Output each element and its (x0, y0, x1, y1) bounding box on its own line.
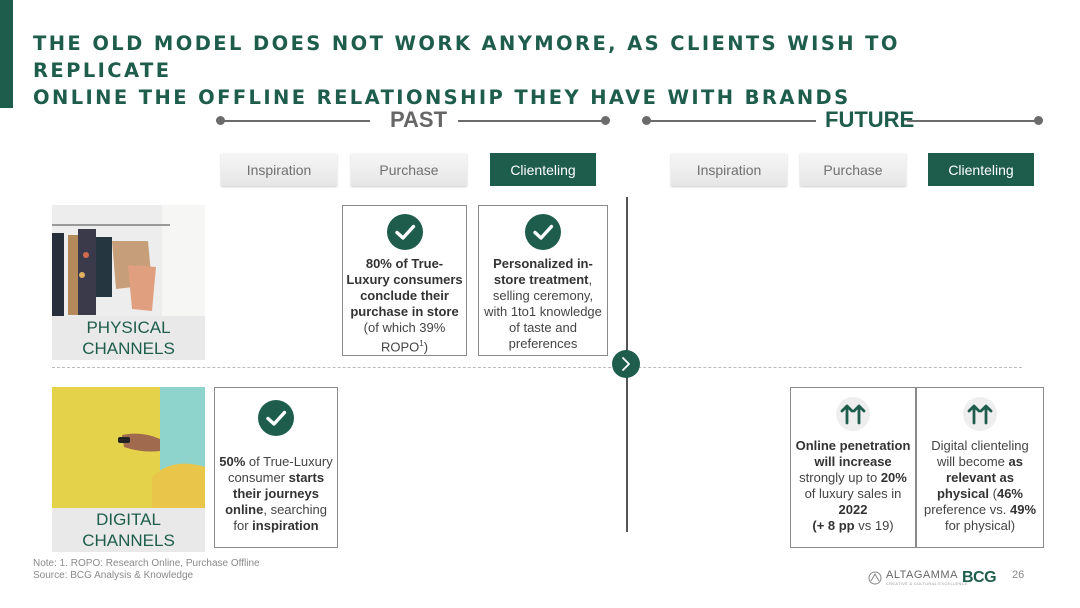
digital-clienteling-text: Digital clienteling will become as relev… (923, 438, 1037, 533)
stage-future-inspiration: Inspiration (671, 153, 787, 186)
footnote-source: Source: BCG Analysis & Knowledge (33, 570, 194, 581)
checkmark-icon (525, 214, 561, 250)
footnote-note: Note: 1. ROPO: Research Online, Purchase… (33, 558, 260, 569)
altagamma-logo: ALTAGAMMA CREATIVE & CULTURAL EXCELLENCE (868, 570, 968, 586)
stage-past-inspiration: Inspiration (221, 153, 337, 186)
checkmark-icon (386, 214, 423, 250)
phone-user-photo (52, 387, 205, 508)
footnote: Note: 1. ROPO: Research Online, Purchase… (33, 558, 260, 582)
chevron-right-icon (612, 350, 640, 378)
timeline-dot (601, 116, 610, 125)
timeline-line (458, 120, 606, 122)
physical-purchase-text: 80% of True-Luxury consumers conclude th… (346, 256, 463, 355)
bcg-logo: BCG (962, 569, 997, 586)
title-line-1: THE OLD MODEL DOES NOT WORK ANYMORE, AS … (33, 32, 900, 82)
page-number: 26 (1012, 569, 1025, 581)
stage-future-clienteling: Clienteling (928, 153, 1034, 186)
stage-future-purchase: Purchase (800, 153, 906, 186)
checkmark-icon (258, 400, 294, 436)
timeline-line (646, 120, 816, 122)
digital-purchase-box: Online penetration will increase strongl… (790, 387, 916, 548)
timeline-dot (1034, 116, 1043, 125)
past-label: PAST (390, 107, 448, 132)
channel-divider (52, 367, 1022, 368)
slide-title: THE OLD MODEL DOES NOT WORK ANYMORE, AS … (33, 30, 1033, 111)
timeline-line (907, 120, 1039, 122)
title-line-2: ONLINE THE OFFLINE RELATIONSHIP THEY HAV… (33, 86, 851, 109)
accent-bar (0, 0, 13, 108)
clothing-rack-photo (52, 205, 205, 316)
digital-inspiration-text: 50% of True-Luxury consumer starts their… (219, 454, 333, 533)
timeline-line (220, 120, 370, 122)
double-up-arrow-icon (963, 397, 997, 431)
physical-clienteling-box: Personalized in-store treatment, selling… (478, 205, 608, 356)
digital-purchase-text: Online penetration will increase strongl… (795, 438, 911, 533)
double-up-arrow-icon (836, 397, 870, 431)
digital-inspiration-box: 50% of True-Luxury consumer starts their… (214, 387, 338, 548)
physical-purchase-box: 80% of True-Luxury consumers conclude th… (342, 205, 467, 356)
physical-channels-label: PHYSICAL CHANNELS (52, 316, 205, 360)
physical-clienteling-text: Personalized in-store treatment, selling… (484, 256, 602, 351)
digital-clienteling-box: Digital clienteling will become as relev… (916, 387, 1044, 548)
digital-channels-label: DIGITAL CHANNELS (52, 508, 205, 552)
future-label: FUTURE (825, 107, 915, 132)
stage-past-purchase: Purchase (351, 153, 467, 186)
altagamma-mark-icon (868, 571, 882, 585)
stage-past-clienteling: Clienteling (490, 153, 596, 186)
